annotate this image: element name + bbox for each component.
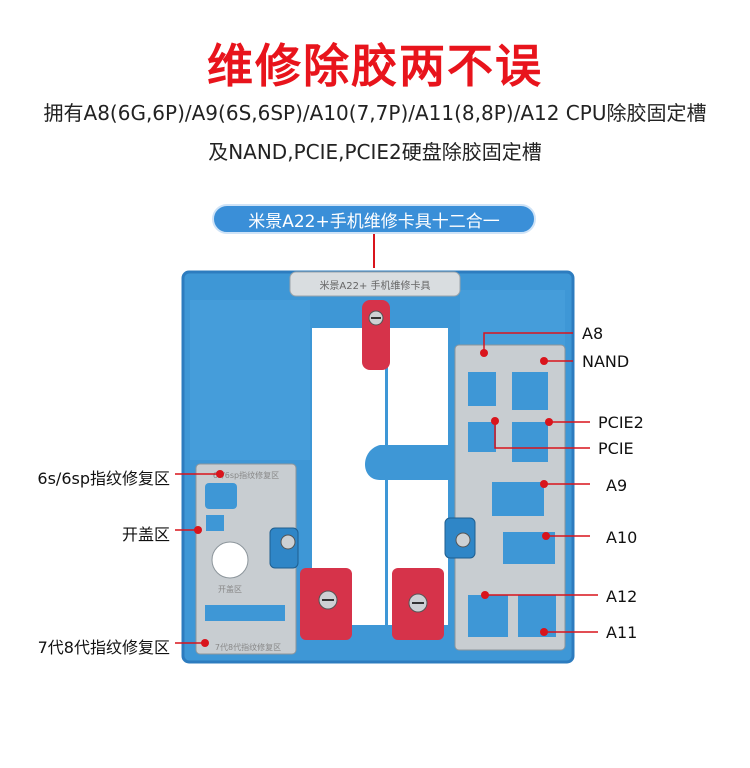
callout-lines (175, 332, 598, 644)
socket-pcie2 (512, 422, 548, 462)
socket-a9 (492, 482, 544, 516)
slot-right-top (388, 328, 448, 445)
slot-left (312, 328, 385, 625)
plate-label-fp78: 7代8代指纹修复区 (215, 642, 281, 652)
callout-fp-78: 7代8代指纹修复区 (37, 638, 170, 657)
socket-a8 (468, 372, 496, 406)
callout-pcie: PCIE (598, 439, 634, 458)
callout-a8: A8 (582, 324, 604, 343)
product-name-pill: 米景A22+手机维修卡具十二合一 (212, 204, 536, 234)
socket-a12 (468, 595, 508, 637)
headline: 维修除胶两不误 (207, 39, 543, 93)
callout-fp-6s: 6s/6sp指纹修复区 (37, 469, 170, 488)
feature-line-storage: 及NAND,PCIE,PCIE2硬盘除胶固定槽 (208, 140, 542, 164)
callout-pcie2: PCIE2 (598, 413, 644, 432)
feature-line-cpu: 拥有A8(6G,6P)/A9(6S,6SP)/A10(7,7P)/A11(8,8… (43, 101, 707, 125)
nameplate-text: 米景A22+ 手机维修卡具 (319, 279, 430, 292)
callout-a12: A12 (606, 587, 638, 606)
callout-open-cover: 开盖区 (121, 525, 170, 544)
plate-label-fp6s: 6s/6sp指纹修复区 (213, 470, 279, 480)
plate-label-open: 开盖区 (218, 584, 242, 594)
socket-nand (512, 372, 548, 410)
nameplate (289, 271, 461, 297)
callout-a9: A9 (606, 476, 628, 495)
callout-a10: A10 (606, 528, 638, 547)
callout-nand: NAND (582, 352, 630, 371)
socket-a11 (518, 595, 556, 637)
socket-pcie (468, 422, 496, 452)
callout-a11: A11 (606, 623, 638, 642)
